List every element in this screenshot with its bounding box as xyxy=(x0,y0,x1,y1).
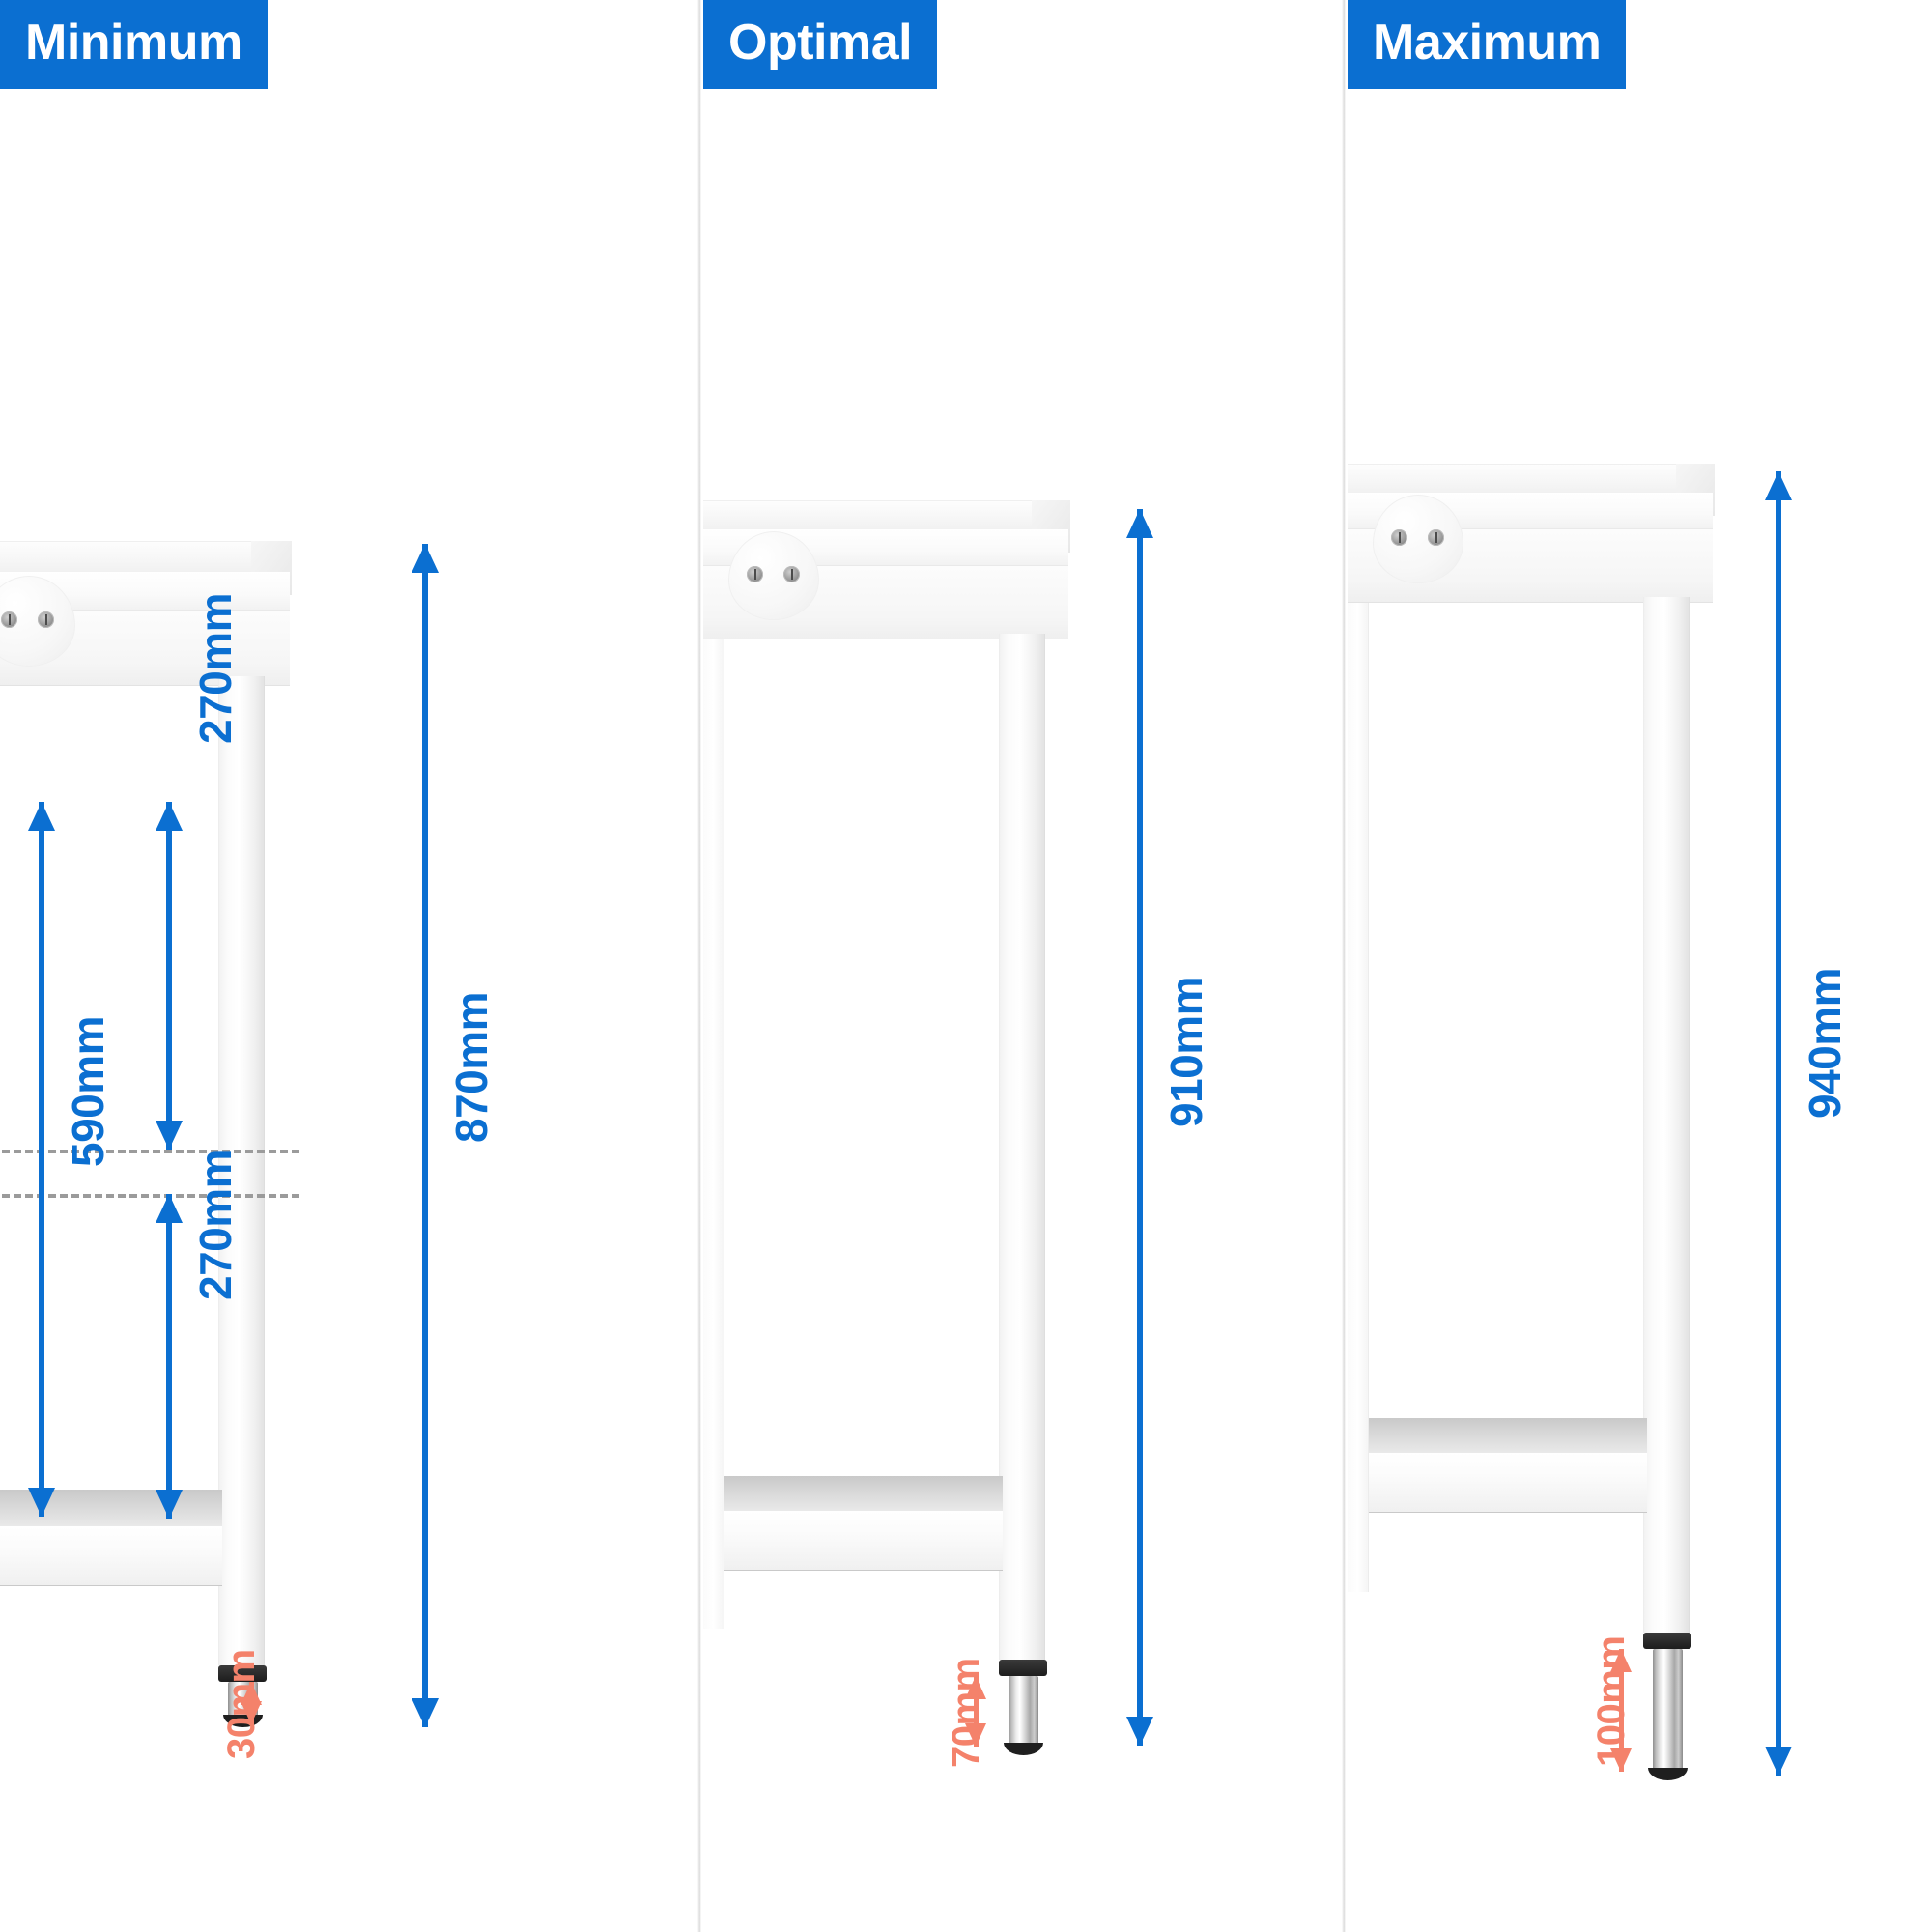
reference-dashline-upper xyxy=(0,1150,299,1153)
reference-dashline-lower xyxy=(0,1194,299,1198)
screw-icon xyxy=(1391,529,1407,546)
foot-collar xyxy=(218,1665,267,1682)
dimension-label-940mm: 940mm xyxy=(1800,967,1850,1119)
foot-collar xyxy=(1643,1633,1691,1649)
leg-far xyxy=(703,639,724,1629)
dimension-label-270mm-upper: 270mm xyxy=(190,592,241,744)
leg-near xyxy=(218,676,265,1665)
leg-near xyxy=(999,634,1045,1660)
lower-brace-front xyxy=(724,1511,1003,1571)
dimension-label-30mm: 30mm xyxy=(220,1649,263,1759)
panel-badge-minimum: Minimum xyxy=(0,0,268,89)
screw-icon xyxy=(783,566,800,582)
screw-icon xyxy=(747,566,763,582)
mount-plate xyxy=(728,531,819,620)
lower-brace-top xyxy=(724,1476,1003,1511)
dimension-label-270mm-lower: 270mm xyxy=(190,1149,241,1300)
mount-plate xyxy=(1373,495,1463,583)
worktop-slab xyxy=(1348,464,1693,493)
screw-icon xyxy=(38,611,54,628)
foot-pad xyxy=(1004,1743,1043,1755)
screw-icon xyxy=(1428,529,1444,546)
leg-far xyxy=(1348,603,1369,1592)
screw-icon xyxy=(1,611,17,628)
dimension-label-100mm: 100mm xyxy=(1590,1635,1633,1767)
panel-badge-optimal: Optimal xyxy=(703,0,938,89)
foot-shaft xyxy=(1653,1649,1683,1772)
panel-divider-1 xyxy=(697,0,701,1932)
lower-brace-top xyxy=(1369,1418,1647,1453)
foot-pad xyxy=(1648,1768,1688,1780)
lower-brace-front xyxy=(0,1526,222,1586)
dimension-label-870mm: 870mm xyxy=(446,991,497,1143)
lower-brace-front xyxy=(1369,1453,1647,1513)
leg-near xyxy=(1643,597,1690,1633)
foot-shaft xyxy=(1009,1676,1038,1747)
dimension-label-70mm: 70mm xyxy=(945,1658,987,1768)
mount-plate xyxy=(0,576,75,667)
dimension-label-590mm: 590mm xyxy=(63,1015,113,1167)
panel-divider-2 xyxy=(1342,0,1346,1932)
table-illustration-optimal xyxy=(703,0,1341,1932)
worktop-slab xyxy=(703,500,1049,529)
worktop-slab xyxy=(0,541,270,572)
panel-badge-maximum: Maximum xyxy=(1348,0,1627,89)
dimension-label-910mm: 910mm xyxy=(1161,976,1211,1127)
table-illustration-minimum xyxy=(0,0,696,1932)
table-illustration-maximum xyxy=(1348,0,1932,1932)
foot-collar xyxy=(999,1660,1047,1676)
